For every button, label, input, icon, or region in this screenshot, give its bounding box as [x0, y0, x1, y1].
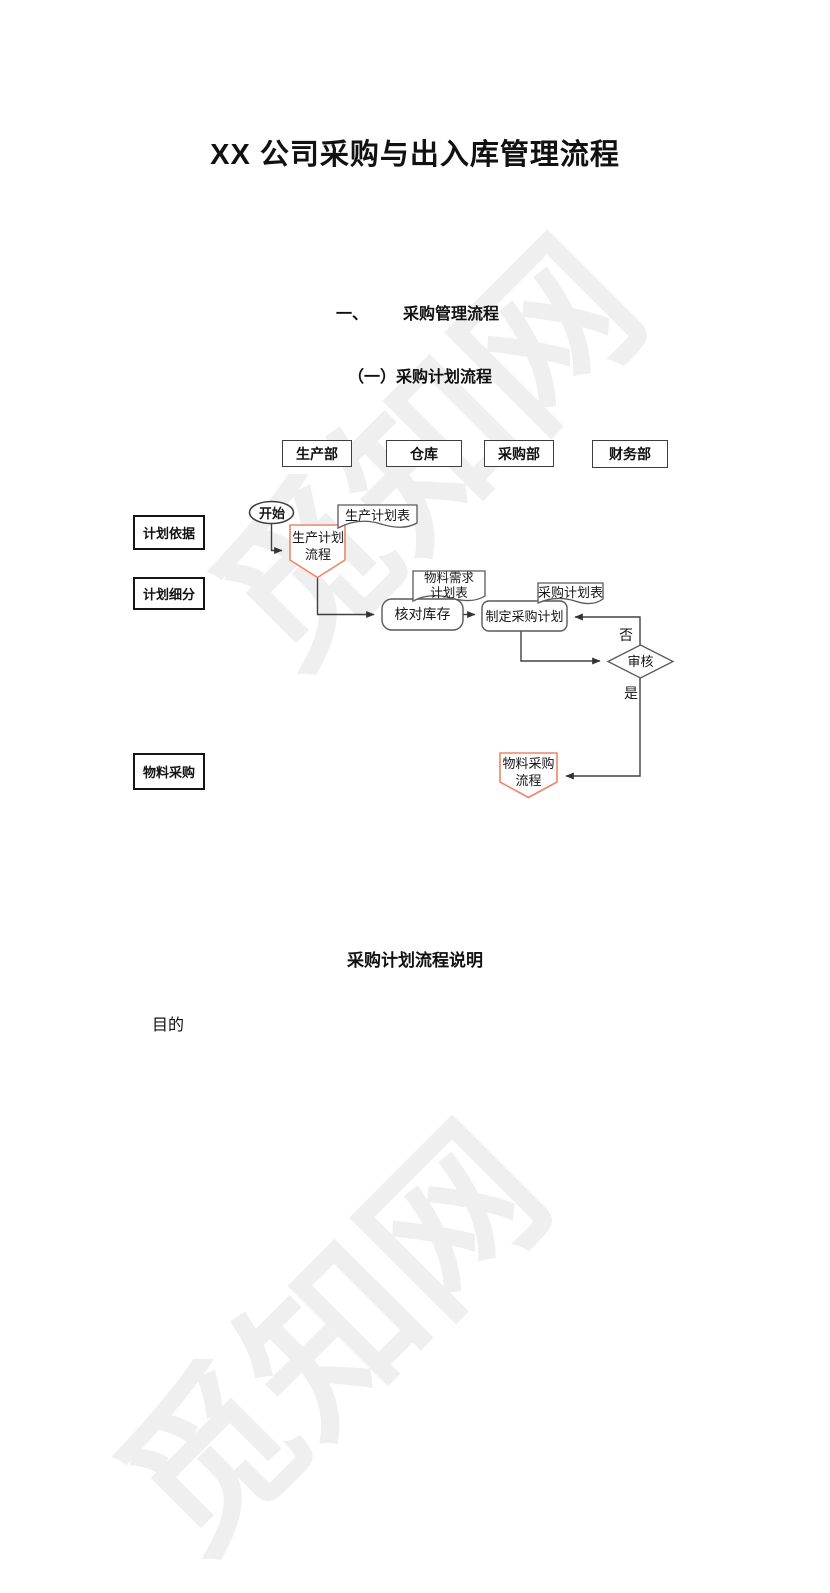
material-requirement-doc-line2: 计划表 — [430, 586, 468, 600]
production-plan-process-line2: 流程 — [304, 547, 331, 562]
production-plan-doc-label: 生产计划表 — [344, 507, 410, 523]
purchase-plan-doc-label: 采购计划表 — [538, 585, 604, 600]
material-purchase-process-label: 物料采购 流程 — [500, 755, 557, 789]
material-purchase-process-line1: 物料采购 — [502, 756, 555, 771]
production-plan-process-line1: 生产计划 — [291, 530, 344, 545]
connector-start-to-production-process — [270, 523, 283, 554]
production-plan-doc-shape — [337, 504, 418, 530]
swimlane-header-purchasing: 采购部 — [484, 440, 554, 467]
review-diamond — [606, 644, 675, 679]
connector-lines — [270, 523, 641, 780]
swimlane-header-production: 生产部 — [282, 440, 352, 467]
subsection-heading: （一）采购计划流程 — [348, 369, 493, 386]
material-requirement-doc-label: 物料需求 计划表 — [413, 571, 485, 601]
connector-make-plan-to-review — [520, 631, 601, 665]
swimlane-header-warehouse: 仓库 — [386, 440, 462, 467]
notes-heading: 采购计划流程说明 — [347, 951, 483, 970]
production-plan-process-shape — [289, 524, 346, 579]
material-requirement-doc-line1: 物料需求 — [423, 571, 474, 585]
material-purchase-process-shape — [499, 752, 558, 799]
swimlane-header-finance: 财务部 — [592, 440, 668, 468]
notes-item-purpose: 目的 — [152, 1017, 185, 1034]
material-requirement-doc-shape — [412, 570, 486, 603]
flowchart-canvas — [248, 500, 675, 799]
connector-review-yes-to-material-purchase — [565, 678, 641, 780]
stage-label-plan-basis: 计划依据 — [133, 515, 205, 550]
stage-label-material-purchase: 物料采购 — [133, 753, 205, 790]
make-purchase-plan-shape — [481, 600, 568, 632]
start-label: 开始 — [258, 505, 285, 521]
start-oval — [248, 500, 295, 525]
section-heading: 一、 采购管理流程 — [336, 300, 499, 324]
page-title: XX 公司采购与出入库管理流程 — [210, 139, 620, 171]
production-plan-process-label: 生产计划 流程 — [288, 528, 348, 564]
connector-review-no-to-make-plan — [574, 613, 641, 645]
branch-no-label: 否 — [619, 626, 633, 643]
purchase-plan-doc-shape — [537, 582, 604, 605]
connector-production-process-to-check-inventory — [316, 577, 375, 618]
material-purchase-process-line2: 流程 — [515, 773, 542, 788]
section-number: 一、 — [336, 306, 369, 323]
branch-yes-label: 是 — [624, 684, 638, 701]
check-inventory-label: 核对库存 — [394, 606, 451, 622]
review-label: 审核 — [627, 653, 654, 669]
check-inventory-shape — [381, 598, 464, 631]
make-purchase-plan-label: 制定采购计划 — [485, 608, 564, 624]
section-title: 采购管理流程 — [403, 306, 500, 323]
stage-label-plan-breakdown: 计划细分 — [133, 577, 205, 610]
